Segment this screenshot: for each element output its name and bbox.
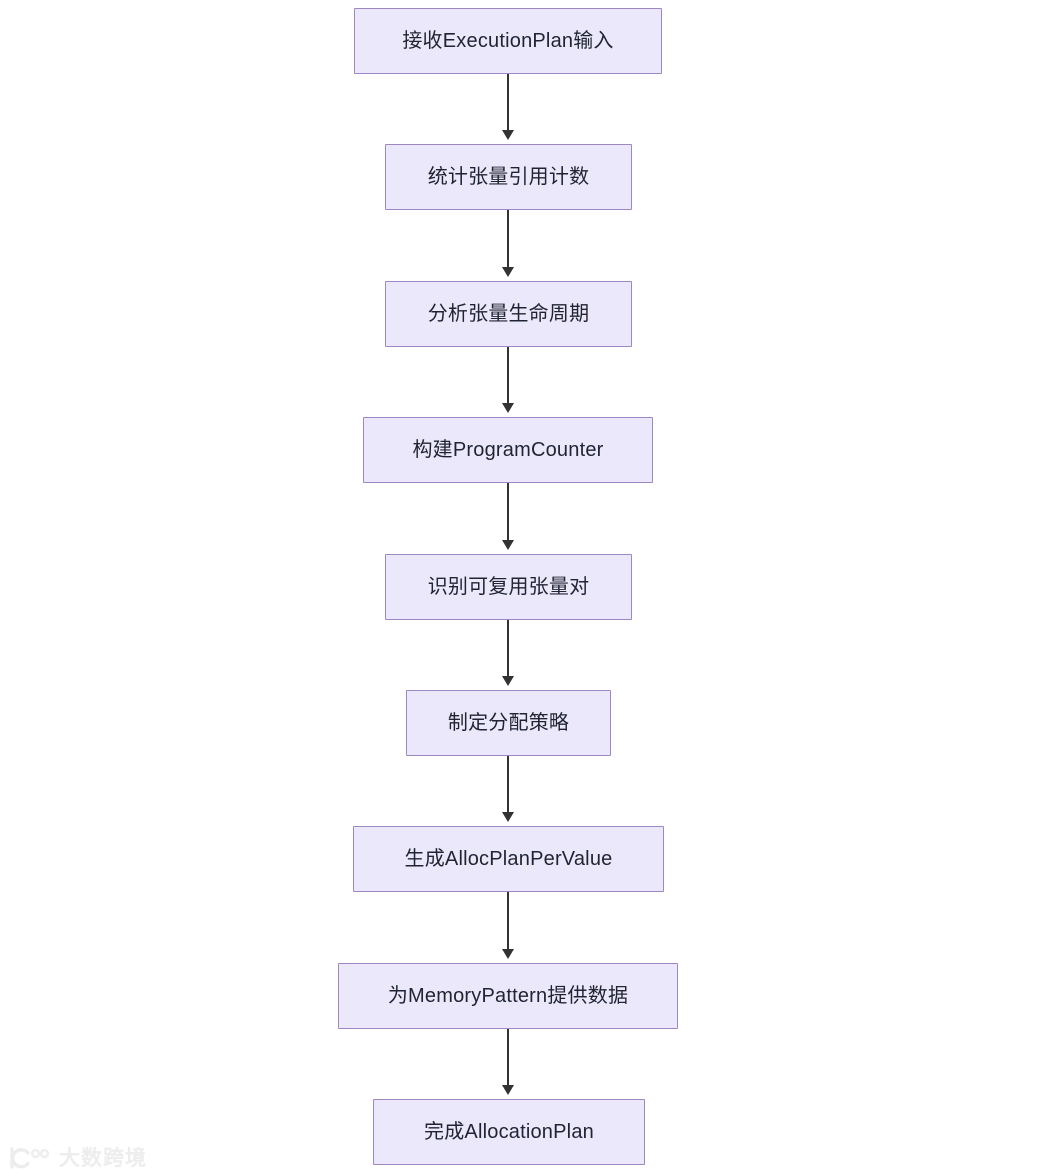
flow-edge-n5-n6	[507, 620, 509, 676]
watermark: 大数跨境	[8, 1146, 147, 1170]
flow-node-analyze-tensor-lifecycle[interactable]: 分析张量生命周期	[385, 281, 632, 347]
flow-arrowhead-n1-n2	[502, 130, 514, 140]
flow-node-identify-reusable-tensor-pairs[interactable]: 识别可复用张量对	[385, 554, 632, 620]
flow-node-label: 构建ProgramCounter	[412, 439, 604, 461]
flow-node-label: 接收ExecutionPlan输入	[402, 30, 614, 52]
flow-node-count-tensor-refs[interactable]: 统计张量引用计数	[385, 144, 632, 210]
flow-arrowhead-n5-n6	[502, 676, 514, 686]
flow-edge-n8-n9	[507, 1029, 509, 1085]
flow-edge-n1-n2	[507, 74, 509, 130]
flow-edge-n6-n7	[507, 756, 509, 812]
flow-node-complete-allocation-plan[interactable]: 完成AllocationPlan	[373, 1099, 645, 1165]
flow-arrowhead-n3-n4	[502, 403, 514, 413]
flow-node-define-allocation-strategy[interactable]: 制定分配策略	[406, 690, 611, 756]
flow-node-label: 识别可复用张量对	[427, 576, 590, 598]
watermark-text: 大数跨境	[59, 1146, 147, 1170]
flow-node-provide-data-to-memory-pattern[interactable]: 为MemoryPattern提供数据	[338, 963, 678, 1029]
flow-edge-n4-n5	[507, 483, 509, 540]
flow-edge-n7-n8	[507, 892, 509, 949]
flow-edge-n3-n4	[507, 347, 509, 403]
flow-arrowhead-n2-n3	[502, 267, 514, 277]
flow-arrowhead-n8-n9	[502, 1085, 514, 1095]
flow-node-label: 完成AllocationPlan	[424, 1121, 594, 1143]
flow-node-label: 制定分配策略	[447, 712, 570, 734]
flow-arrowhead-n4-n5	[502, 540, 514, 550]
flow-node-label: 统计张量引用计数	[427, 166, 590, 188]
flow-edge-n2-n3	[507, 210, 509, 267]
flow-node-label: 分析张量生命周期	[427, 303, 590, 325]
flow-node-label: 为MemoryPattern提供数据	[387, 985, 629, 1007]
ic-100-logo-icon	[10, 1147, 50, 1169]
flow-arrowhead-n6-n7	[502, 812, 514, 822]
flow-node-receive-execution-plan[interactable]: 接收ExecutionPlan输入	[354, 8, 662, 74]
flow-arrowhead-n7-n8	[502, 949, 514, 959]
flow-node-generate-alloc-plan-per-value[interactable]: 生成AllocPlanPerValue	[353, 826, 664, 892]
flow-node-label: 生成AllocPlanPerValue	[404, 848, 613, 870]
flow-node-build-program-counter[interactable]: 构建ProgramCounter	[363, 417, 653, 483]
